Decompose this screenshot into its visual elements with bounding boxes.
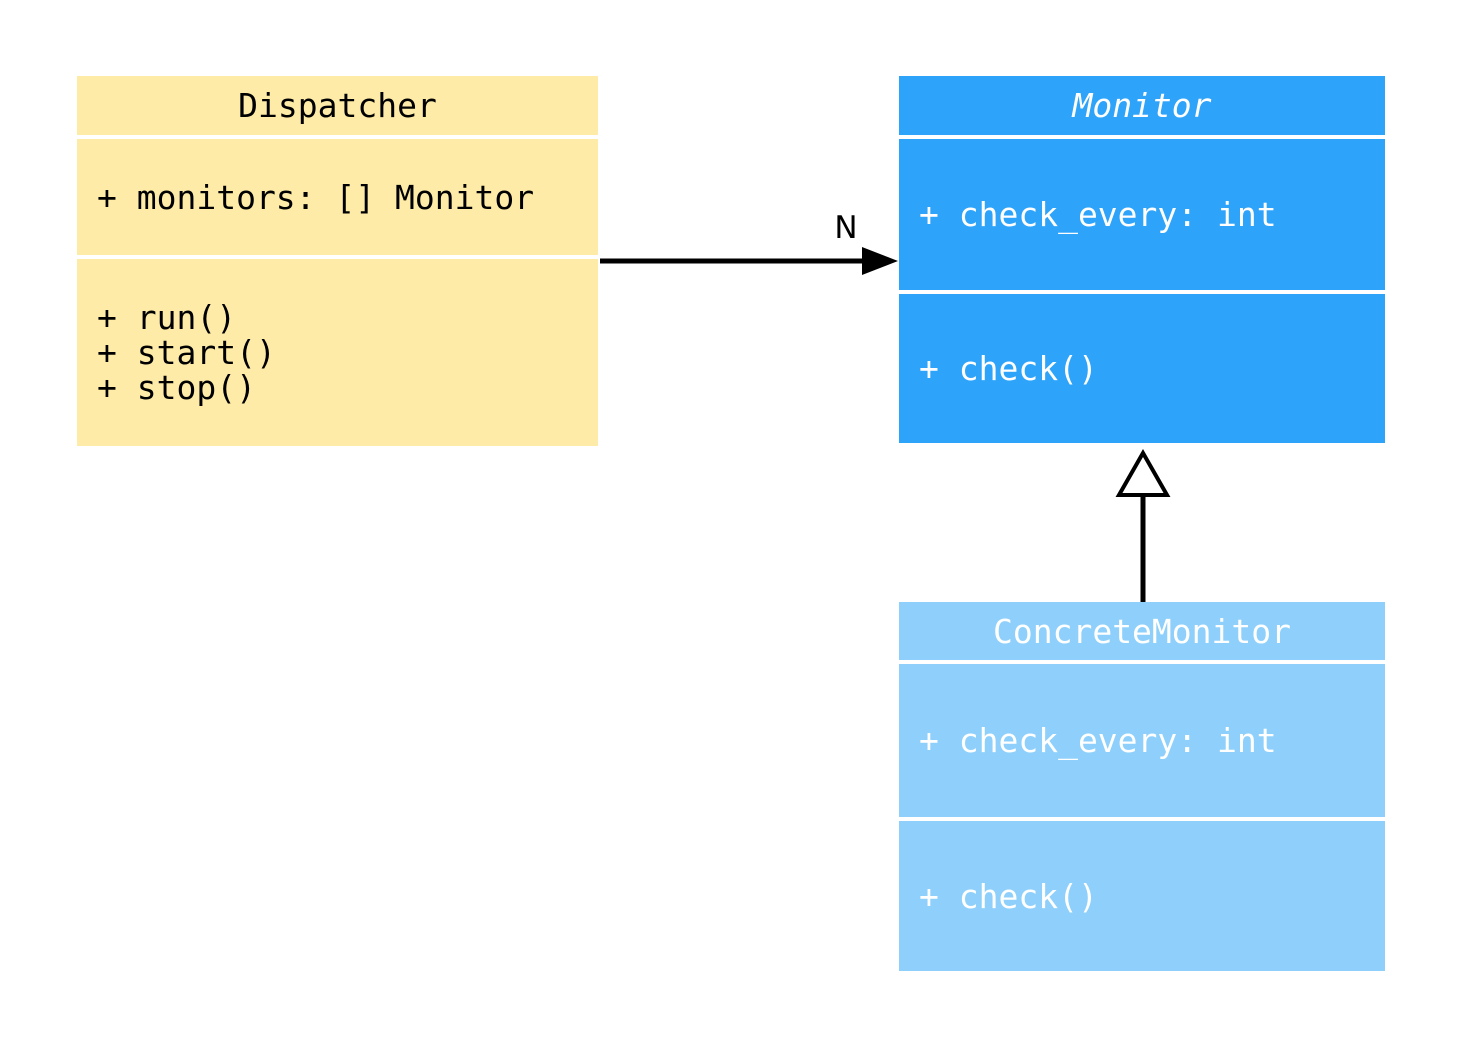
class-title-dispatcher: Dispatcher	[77, 76, 598, 135]
class-attributes-concrete-monitor: + check_every: int	[899, 664, 1385, 817]
class-attributes-monitor: + check_every: int	[899, 139, 1385, 290]
inheritance-arrow	[1115, 448, 1171, 602]
class-title-monitor: Monitor	[899, 76, 1385, 135]
attribute-row: + check_every: int	[919, 195, 1277, 234]
class-name-abstract: Monitor	[1072, 86, 1212, 125]
arrowhead-hollow-triangle-icon	[1115, 448, 1171, 497]
method-row: + run()	[97, 298, 237, 337]
arrowhead-solid-icon	[862, 247, 898, 275]
attribute-row: + monitors: [] Monitor	[97, 177, 535, 217]
class-name: Dispatcher	[238, 86, 437, 125]
class-attributes-dispatcher: + monitors: [] Monitor	[77, 139, 598, 255]
class-name: ConcreteMonitor	[992, 611, 1291, 651]
association-arrow	[600, 247, 898, 275]
attribute-row: + check_every: int	[919, 721, 1277, 760]
method-row: + start()	[97, 333, 276, 372]
method-row: + check()	[919, 349, 1098, 388]
class-methods-dispatcher: + run() + start() + stop()	[77, 259, 598, 446]
class-methods-concrete-monitor: + check()	[899, 821, 1385, 971]
class-box-concrete-monitor: ConcreteMonitor + check_every: int + che…	[899, 602, 1385, 971]
association-multiplicity-label: N	[834, 210, 858, 246]
class-title-concrete-monitor: ConcreteMonitor	[899, 602, 1385, 660]
method-row: + check()	[919, 876, 1098, 916]
method-row: + stop()	[97, 368, 256, 407]
class-box-dispatcher: Dispatcher + monitors: [] Monitor + run(…	[77, 76, 598, 446]
class-box-monitor: Monitor + check_every: int + check()	[899, 76, 1385, 443]
class-methods-monitor: + check()	[899, 294, 1385, 443]
